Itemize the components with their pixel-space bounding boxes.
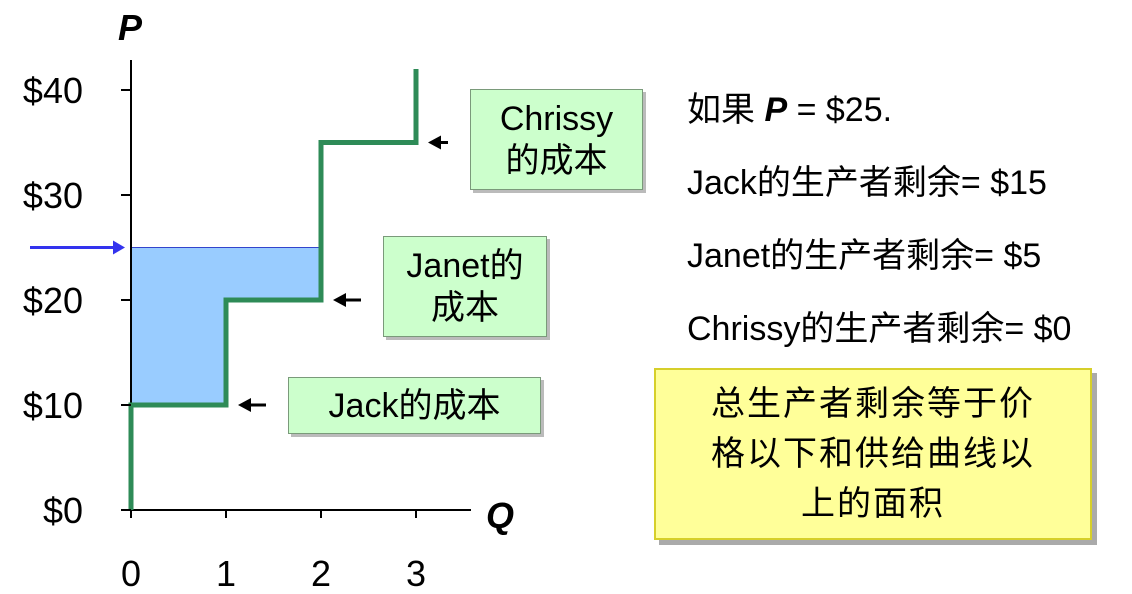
supply-curve [128,69,419,510]
summary-line-3: 上的面积 [801,484,945,524]
y-tick-label: $30 [23,175,83,216]
y-axis-title: P [118,7,143,48]
janet-cost-line1: Janet的 [406,246,524,285]
x-tick-label: 0 [121,553,141,594]
supply-chart: $0 $10 $20 $30 $40 0 1 2 3 P Q [23,7,514,594]
price-condition: 如果 P = $25. [687,82,892,131]
condition-suffix: = $25. [787,91,893,129]
x-axis-title: Q [486,495,514,536]
chrissy-cost-line2: 的成本 [505,141,608,180]
janet-cost-label: Janet的成本 [383,236,547,337]
condition-prefix: 如果 [687,91,765,129]
x-tick-label: 3 [406,553,426,594]
y-tick-label: $20 [23,280,83,321]
condition-price-var: P [764,91,788,129]
chrissy-arrow-head [428,135,441,150]
x-tick-label: 1 [216,553,236,594]
chrissy-cost-line1: Chrissy [499,99,614,138]
summary-line-1: 总生产者剩余等于价 [711,384,1035,424]
jack-arrow-head [238,398,251,412]
total-surplus-summary: 总生产者剩余等于价 格以下和供给曲线以 上的面积 [654,368,1092,540]
janet-arrow-head [333,293,346,307]
jack-surplus-text: Jack的生产者剩余= $15 [687,164,1047,202]
summary-line-2: 格以下和供给曲线以 [711,434,1035,474]
jack-cost-label: Jack的成本 [288,377,541,434]
janet-cost-line2: 成本 [431,288,499,327]
jack-cost-line1: Jack的成本 [328,386,501,425]
y-tick-label: $40 [23,70,83,111]
y-tick-label: $10 [23,385,83,426]
chrissy-surplus-text: Chrissy的生产者剩余= $0 [687,310,1072,348]
janet-surplus-text: Janet的生产者剩余= $5 [687,237,1042,275]
x-tick-label: 2 [311,553,331,594]
y-tick-label: $0 [43,490,83,531]
price-arrow-head [113,240,125,255]
